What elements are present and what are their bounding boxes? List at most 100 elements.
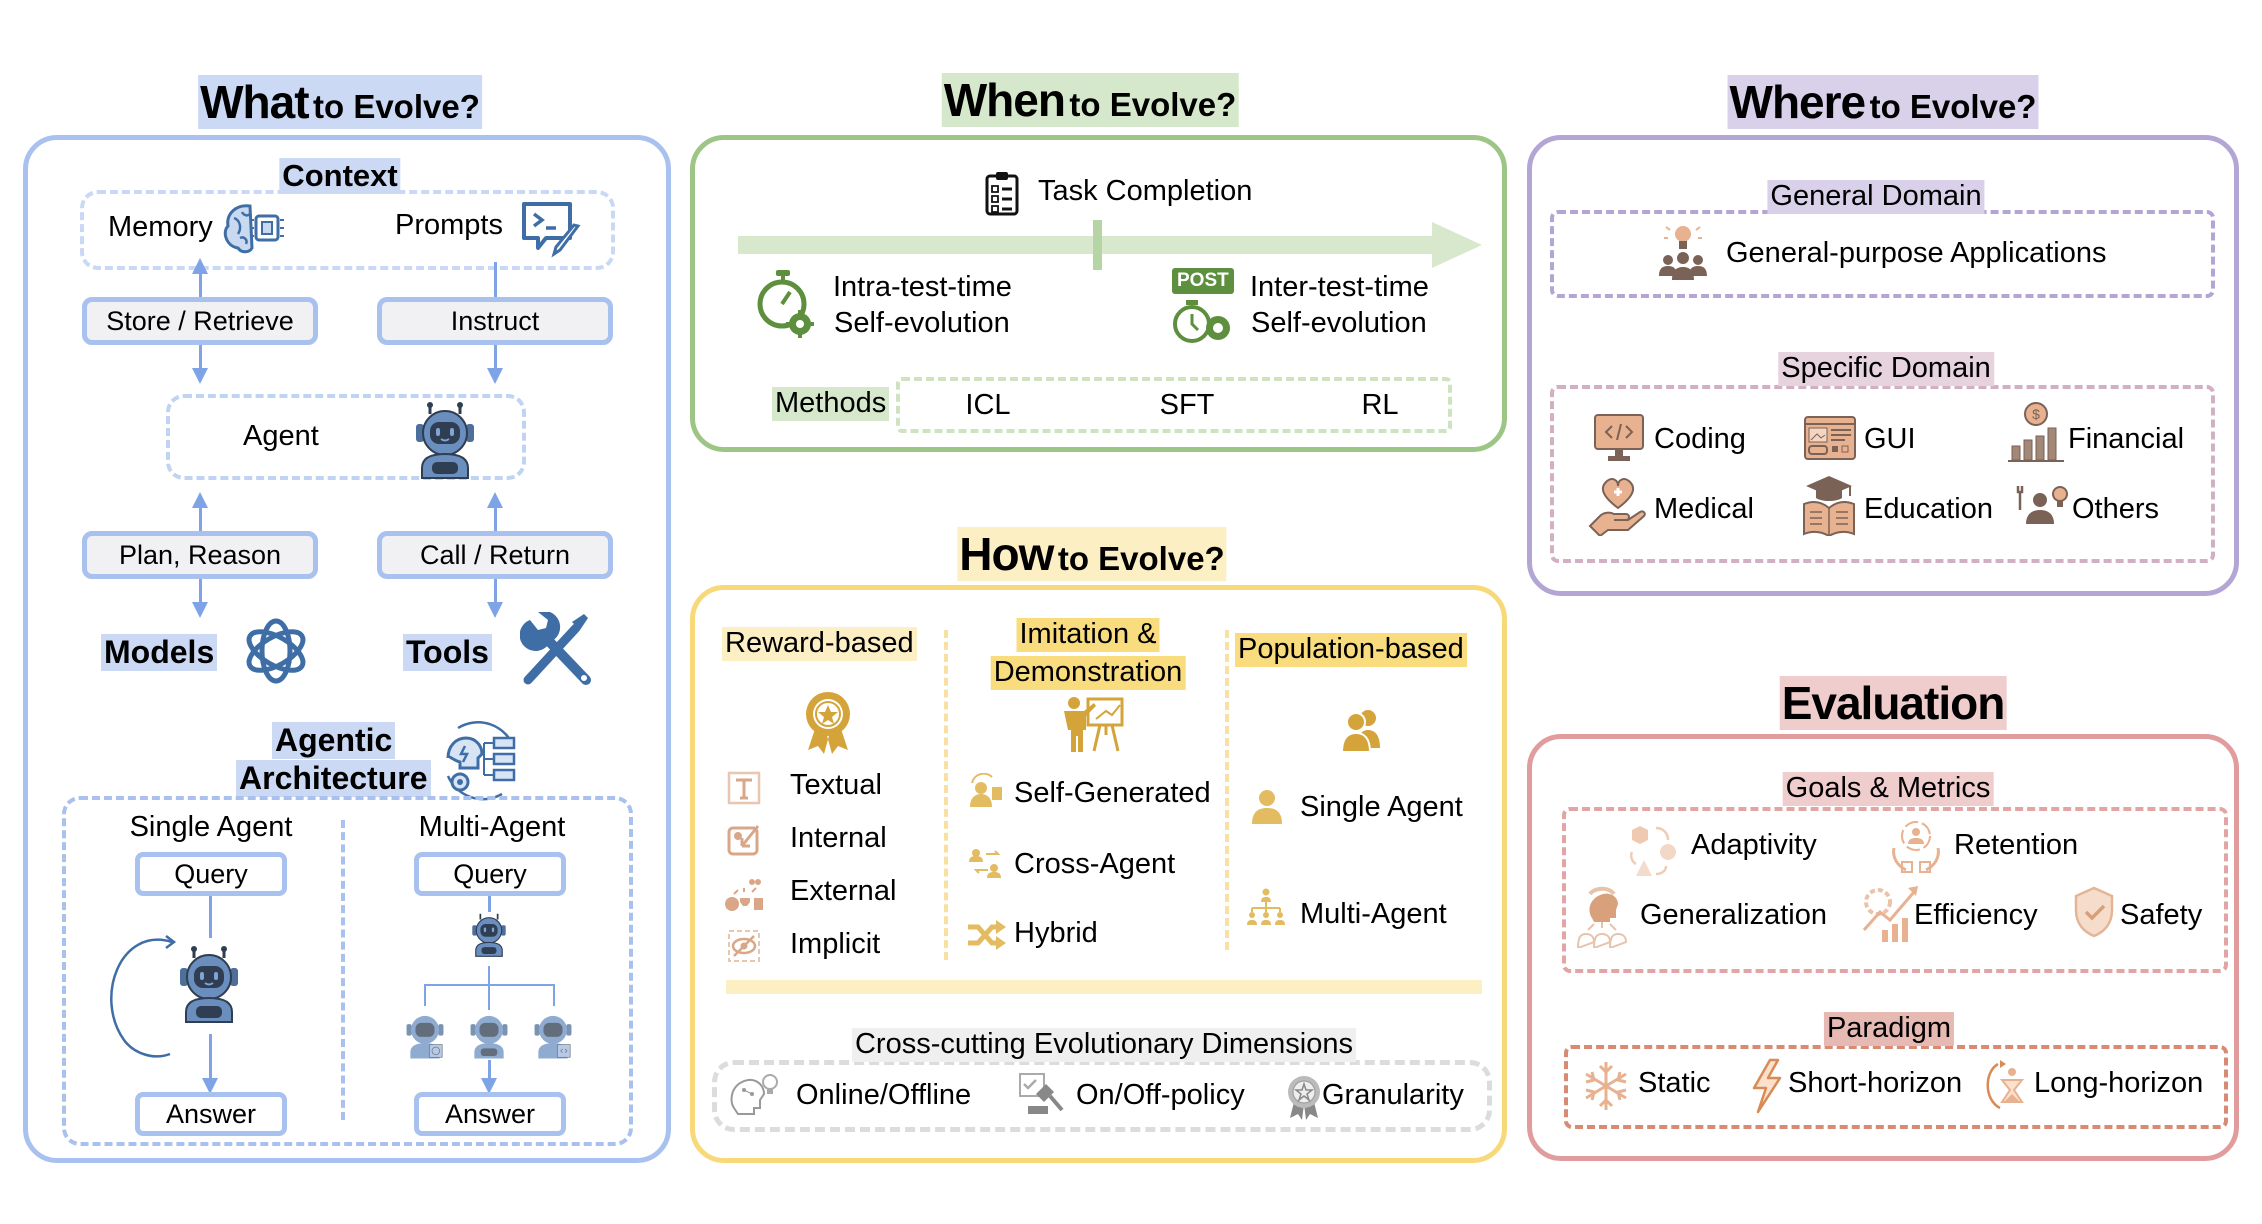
prompts-label: Prompts (395, 209, 503, 241)
post-badge: POST (1172, 268, 1234, 294)
multi-tree-trunk (488, 966, 490, 1010)
presenter-board-icon (1060, 695, 1124, 753)
external-reward-icon (724, 876, 764, 912)
context-label: Context (279, 158, 401, 195)
domain-education: Education (1864, 493, 1993, 525)
how-divider-2 (1225, 630, 1229, 950)
worker-robot-icon (468, 1010, 510, 1060)
arrow-down-tools (487, 602, 503, 618)
adaptivity-shapes-icon (1626, 822, 1682, 878)
arrow-up-agent-right (487, 492, 503, 508)
self-generated-icon (968, 773, 1004, 809)
clipboard-checklist-icon (984, 170, 1020, 216)
how-separator-bar (726, 980, 1482, 994)
multi-answer-box: Answer (414, 1092, 566, 1136)
arrow-down-models (192, 602, 208, 618)
population-header: Population-based (1235, 633, 1467, 667)
instruct-label: Instruct (450, 305, 540, 336)
arrow-up-memory (192, 258, 208, 274)
hierarchy-people-icon (1244, 888, 1288, 926)
arrow-down-agent-right (487, 368, 503, 384)
architecture-box (62, 796, 633, 1146)
multi-tree-branch (424, 984, 554, 986)
shuffle-hybrid-icon (966, 920, 1006, 950)
loop-arrow-icon (100, 928, 180, 1064)
imitation-header-line2: Demonstration (990, 656, 1186, 690)
multi-query-label: Query (453, 858, 527, 889)
imitation-header-line1: Imitation & (1016, 618, 1160, 652)
brain-chip-icon (220, 200, 288, 256)
people-group-icon (1340, 708, 1386, 754)
coding-monitor-icon (1594, 414, 1644, 462)
store-retrieve-box: Store / Retrieve (82, 297, 318, 345)
arrow-down-agent-left (192, 368, 208, 384)
worker-robot-code-icon (532, 1010, 574, 1060)
multi-answer-connector (488, 1060, 491, 1084)
generalization-heads-icon (1576, 886, 1628, 948)
what-title: What to Evolve? (198, 75, 482, 129)
architecture-divider (341, 820, 345, 1120)
cross-online-offline: Online/Offline (796, 1079, 972, 1111)
multi-answer-label: Answer (444, 1098, 536, 1129)
agentic-label-line1: Agentic (272, 722, 396, 760)
multi-agent-label: Multi-Agent (418, 811, 566, 843)
paradigm-static: Static (1638, 1067, 1711, 1099)
timer-gear-icon (1172, 298, 1236, 346)
cross-cutting-box (712, 1060, 1492, 1132)
method-icl: ICL (965, 389, 1011, 421)
imitation-hybrid: Hybrid (1014, 917, 1098, 949)
goal-safety: Safety (2120, 899, 2203, 931)
robot-icon (412, 402, 478, 480)
agent-plan-connector (199, 498, 202, 534)
multi-branch-left (424, 984, 426, 1006)
wrench-screwdriver-icon (520, 612, 596, 690)
memory-label: Memory (108, 211, 213, 243)
goals-metrics-box (1562, 807, 2228, 973)
intra-line2-label: Self-evolution (834, 307, 1010, 339)
medical-hand-heart-icon (1588, 474, 1646, 536)
how-panel (690, 585, 1507, 1163)
cross-on-off-policy: On/Off-policy (1076, 1079, 1245, 1111)
single-person-icon (1250, 788, 1284, 824)
goal-efficiency: Efficiency (1914, 899, 2038, 931)
agent-box (166, 394, 526, 480)
domain-gui: GUI (1864, 423, 1916, 455)
when-panel (690, 135, 1507, 452)
reward-external: External (790, 875, 897, 907)
multi-query-connector (488, 896, 491, 912)
hourglass-cycle-icon (1986, 1058, 2030, 1114)
methods-box (896, 377, 1452, 433)
retention-hands-icon (1890, 818, 1942, 874)
evaluation-panel (1527, 734, 2239, 1161)
reward-internal: Internal (790, 822, 887, 854)
architecture-workflow-icon (438, 718, 522, 802)
text-box-icon (726, 770, 762, 806)
goal-generalization: Generalization (1640, 899, 1827, 931)
single-robot-icon (176, 946, 242, 1024)
single-answer-box: Answer (135, 1092, 287, 1136)
plan-reason-label: Plan, Reason (118, 539, 282, 570)
call-return-box: Call / Return (377, 531, 613, 579)
goals-metrics-header: Goals & Metrics (1782, 772, 1994, 806)
lightning-icon (1748, 1058, 1786, 1114)
single-answer-label: Answer (165, 1098, 257, 1129)
plan-models-connector (199, 579, 202, 609)
population-multi-agent: Multi-Agent (1300, 898, 1447, 930)
store-agent-connector (199, 345, 202, 375)
arrow-up-agent-left (192, 492, 208, 508)
goal-adaptivity: Adaptivity (1691, 829, 1817, 861)
population-single-agent: Single Agent (1300, 791, 1463, 823)
plan-reason-box: Plan, Reason (82, 531, 318, 579)
svg-text:$: $ (2032, 406, 2040, 422)
multi-query-box: Query (414, 852, 566, 896)
openai-knot-icon (237, 610, 315, 692)
gui-window-icon (1804, 416, 1856, 460)
models-label: Models (101, 634, 218, 672)
idea-team-icon (1658, 222, 1708, 282)
safety-shield-icon (2072, 886, 2116, 938)
general-purpose-applications: General-purpose Applications (1726, 237, 2107, 269)
when-title: When to Evolve? (941, 73, 1239, 127)
intra-line1-label: Intra-test-time (833, 271, 1012, 303)
specific-domain-box (1550, 385, 2215, 563)
prompt-terminal-icon (520, 200, 586, 260)
